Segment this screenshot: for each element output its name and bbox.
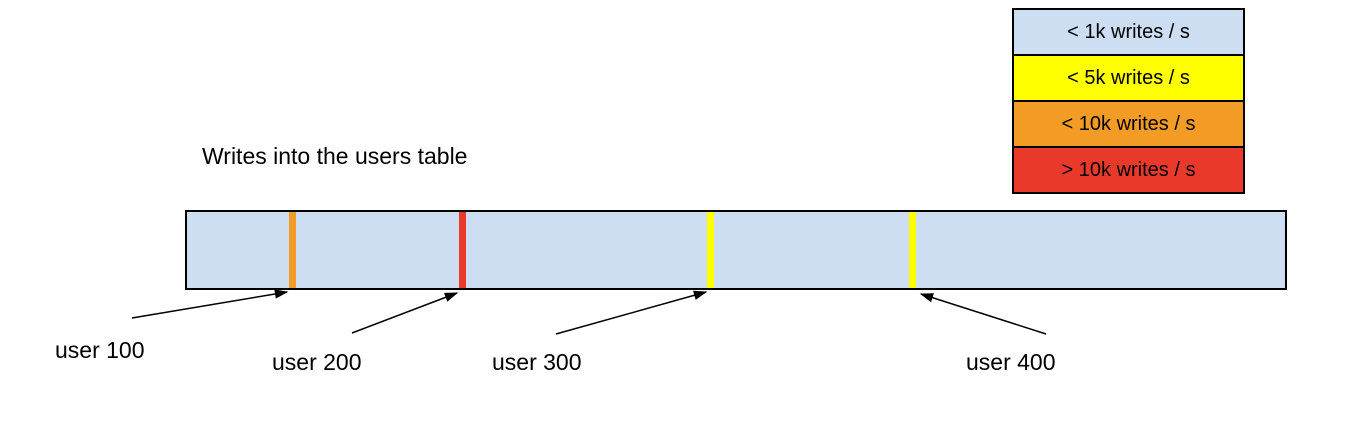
write-hotspot-stripe-user-100: [289, 212, 296, 288]
legend-item-label: < 5k writes / s: [1067, 66, 1190, 89]
legend: < 1k writes / s < 5k writes / s < 10k wr…: [1012, 8, 1245, 194]
pointer-label-user-100: user 100: [55, 337, 145, 363]
legend-item-label: < 1k writes / s: [1067, 20, 1190, 43]
write-hotspot-stripe-user-400: [909, 212, 916, 288]
arrow-user-200-icon: [351, 292, 459, 334]
legend-item-lt1k: < 1k writes / s: [1012, 8, 1245, 56]
pointer-label-user-300: user 300: [492, 349, 582, 375]
arrow-user-400-icon: [919, 293, 1047, 335]
users-table-bar: [185, 210, 1287, 290]
diagram-title: Writes into the users table: [202, 143, 468, 169]
pointer-label-user-200: user 200: [272, 349, 362, 375]
arrow-user-100-icon: [131, 289, 289, 319]
legend-item-lt10k: < 10k writes / s: [1012, 100, 1245, 148]
legend-item-gt10k: > 10k writes / s: [1012, 146, 1245, 194]
legend-item-label: > 10k writes / s: [1061, 158, 1196, 181]
write-hotspot-stripe-user-300: [707, 212, 714, 288]
arrow-user-300-icon: [555, 290, 708, 335]
legend-item-label: < 10k writes / s: [1061, 112, 1196, 135]
write-hotspot-stripe-user-200: [459, 212, 466, 288]
pointer-label-user-400: user 400: [966, 349, 1056, 375]
legend-item-lt5k: < 5k writes / s: [1012, 54, 1245, 102]
